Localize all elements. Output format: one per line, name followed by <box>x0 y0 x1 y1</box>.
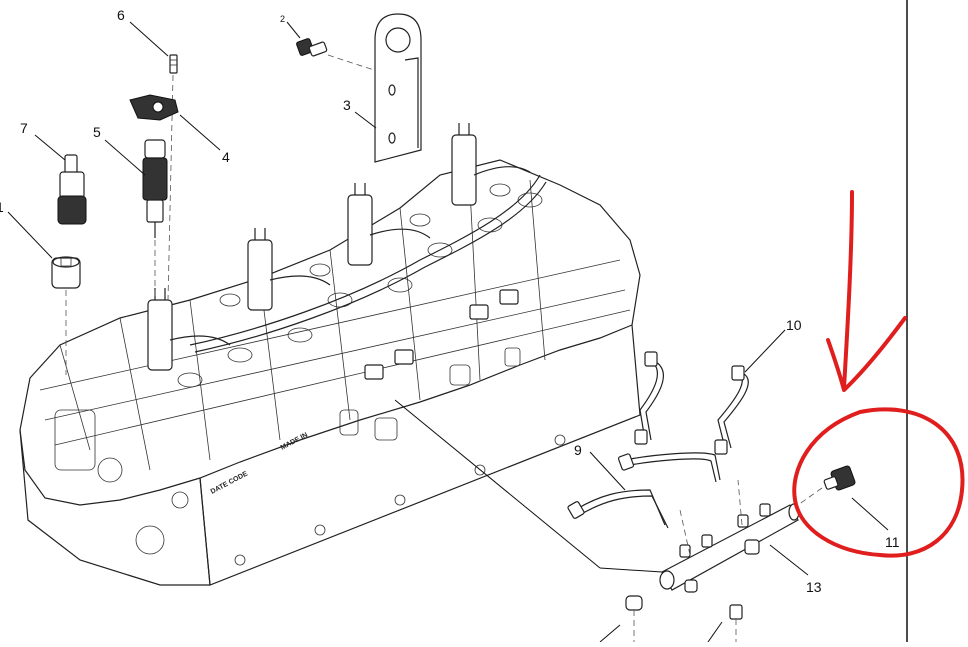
installed-injectors <box>147 123 531 371</box>
callout-4: 4 <box>222 149 230 165</box>
leader-4 <box>179 114 221 151</box>
rail-mounting-fittings <box>625 595 743 642</box>
part-3-lifting-bracket <box>374 13 422 163</box>
part-1-seal <box>51 256 81 375</box>
callout-2: 2 <box>280 14 285 24</box>
callout-3: 3 <box>343 97 351 113</box>
red-highlight-circle <box>792 407 965 558</box>
leader-2 <box>286 21 301 39</box>
leader-6 <box>129 21 169 57</box>
part-6-bolt <box>167 54 178 301</box>
part-13-fuel-rail <box>659 479 800 593</box>
part-10-fuel-lines <box>634 351 749 455</box>
leader-1 <box>7 211 53 259</box>
leader-5 <box>104 139 146 176</box>
callout-13: 13 <box>806 579 822 595</box>
leader-13 <box>769 544 809 576</box>
red-arrow-shaft <box>842 190 854 390</box>
callout-9: 9 <box>574 442 582 458</box>
part-5-injector <box>142 139 168 300</box>
leader-11 <box>851 497 889 531</box>
red-annotation <box>792 190 965 558</box>
callout-11: 11 <box>885 534 900 550</box>
part-2-screw <box>296 38 381 73</box>
leader-10 <box>744 329 786 373</box>
part-11-pressure-sensor <box>797 465 856 506</box>
part-7-sleeve <box>57 154 87 225</box>
callout-10: 10 <box>786 317 802 333</box>
red-arrow-head <box>826 316 907 392</box>
cylinder-head: DATE CODE MADE IN <box>19 123 641 586</box>
rail-to-head-leader <box>394 399 601 569</box>
fuel-rail-assembly <box>394 351 800 642</box>
injector-harness-clips <box>364 289 519 380</box>
part-4-clamp <box>129 94 179 121</box>
part-number-marking: MADE IN <box>280 432 309 452</box>
callout-7: 7 <box>20 120 28 136</box>
callout-5: 5 <box>93 124 101 140</box>
callout-1: 1 <box>0 199 4 215</box>
part-9-fuel-lines <box>567 452 721 529</box>
leader-9 <box>589 451 626 491</box>
date-code-marking: DATE CODE <box>210 470 250 495</box>
callout-6: 6 <box>117 7 125 23</box>
leader-3 <box>354 111 377 129</box>
leader-7 <box>34 134 66 161</box>
